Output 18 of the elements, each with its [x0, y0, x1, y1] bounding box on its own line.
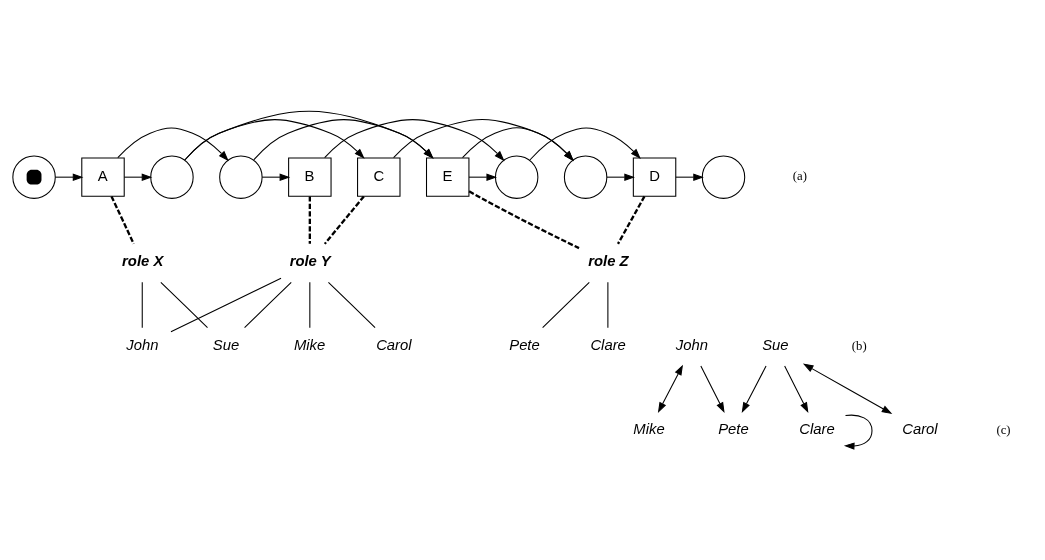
- label: (c): [996, 422, 1011, 437]
- node-text: John: [675, 336, 708, 353]
- node-text: Clare: [799, 420, 835, 437]
- node-text: Pete: [509, 336, 540, 353]
- node-text: role X: [122, 252, 164, 269]
- node-text: Carol: [376, 336, 412, 353]
- node-text: Mike: [633, 420, 665, 437]
- node-text: Pete: [718, 420, 749, 437]
- node-text: role Z: [588, 252, 629, 269]
- label: (b): [851, 338, 867, 353]
- node-text: Sue: [762, 336, 789, 353]
- node-text: Clare: [590, 336, 626, 353]
- node-text: Carol: [902, 420, 938, 437]
- node-text: Sue: [212, 336, 240, 353]
- node-text: Mike: [293, 336, 326, 353]
- node-text: role Y: [289, 252, 331, 269]
- node-text: John: [126, 336, 159, 353]
- label: (a): [792, 168, 807, 183]
